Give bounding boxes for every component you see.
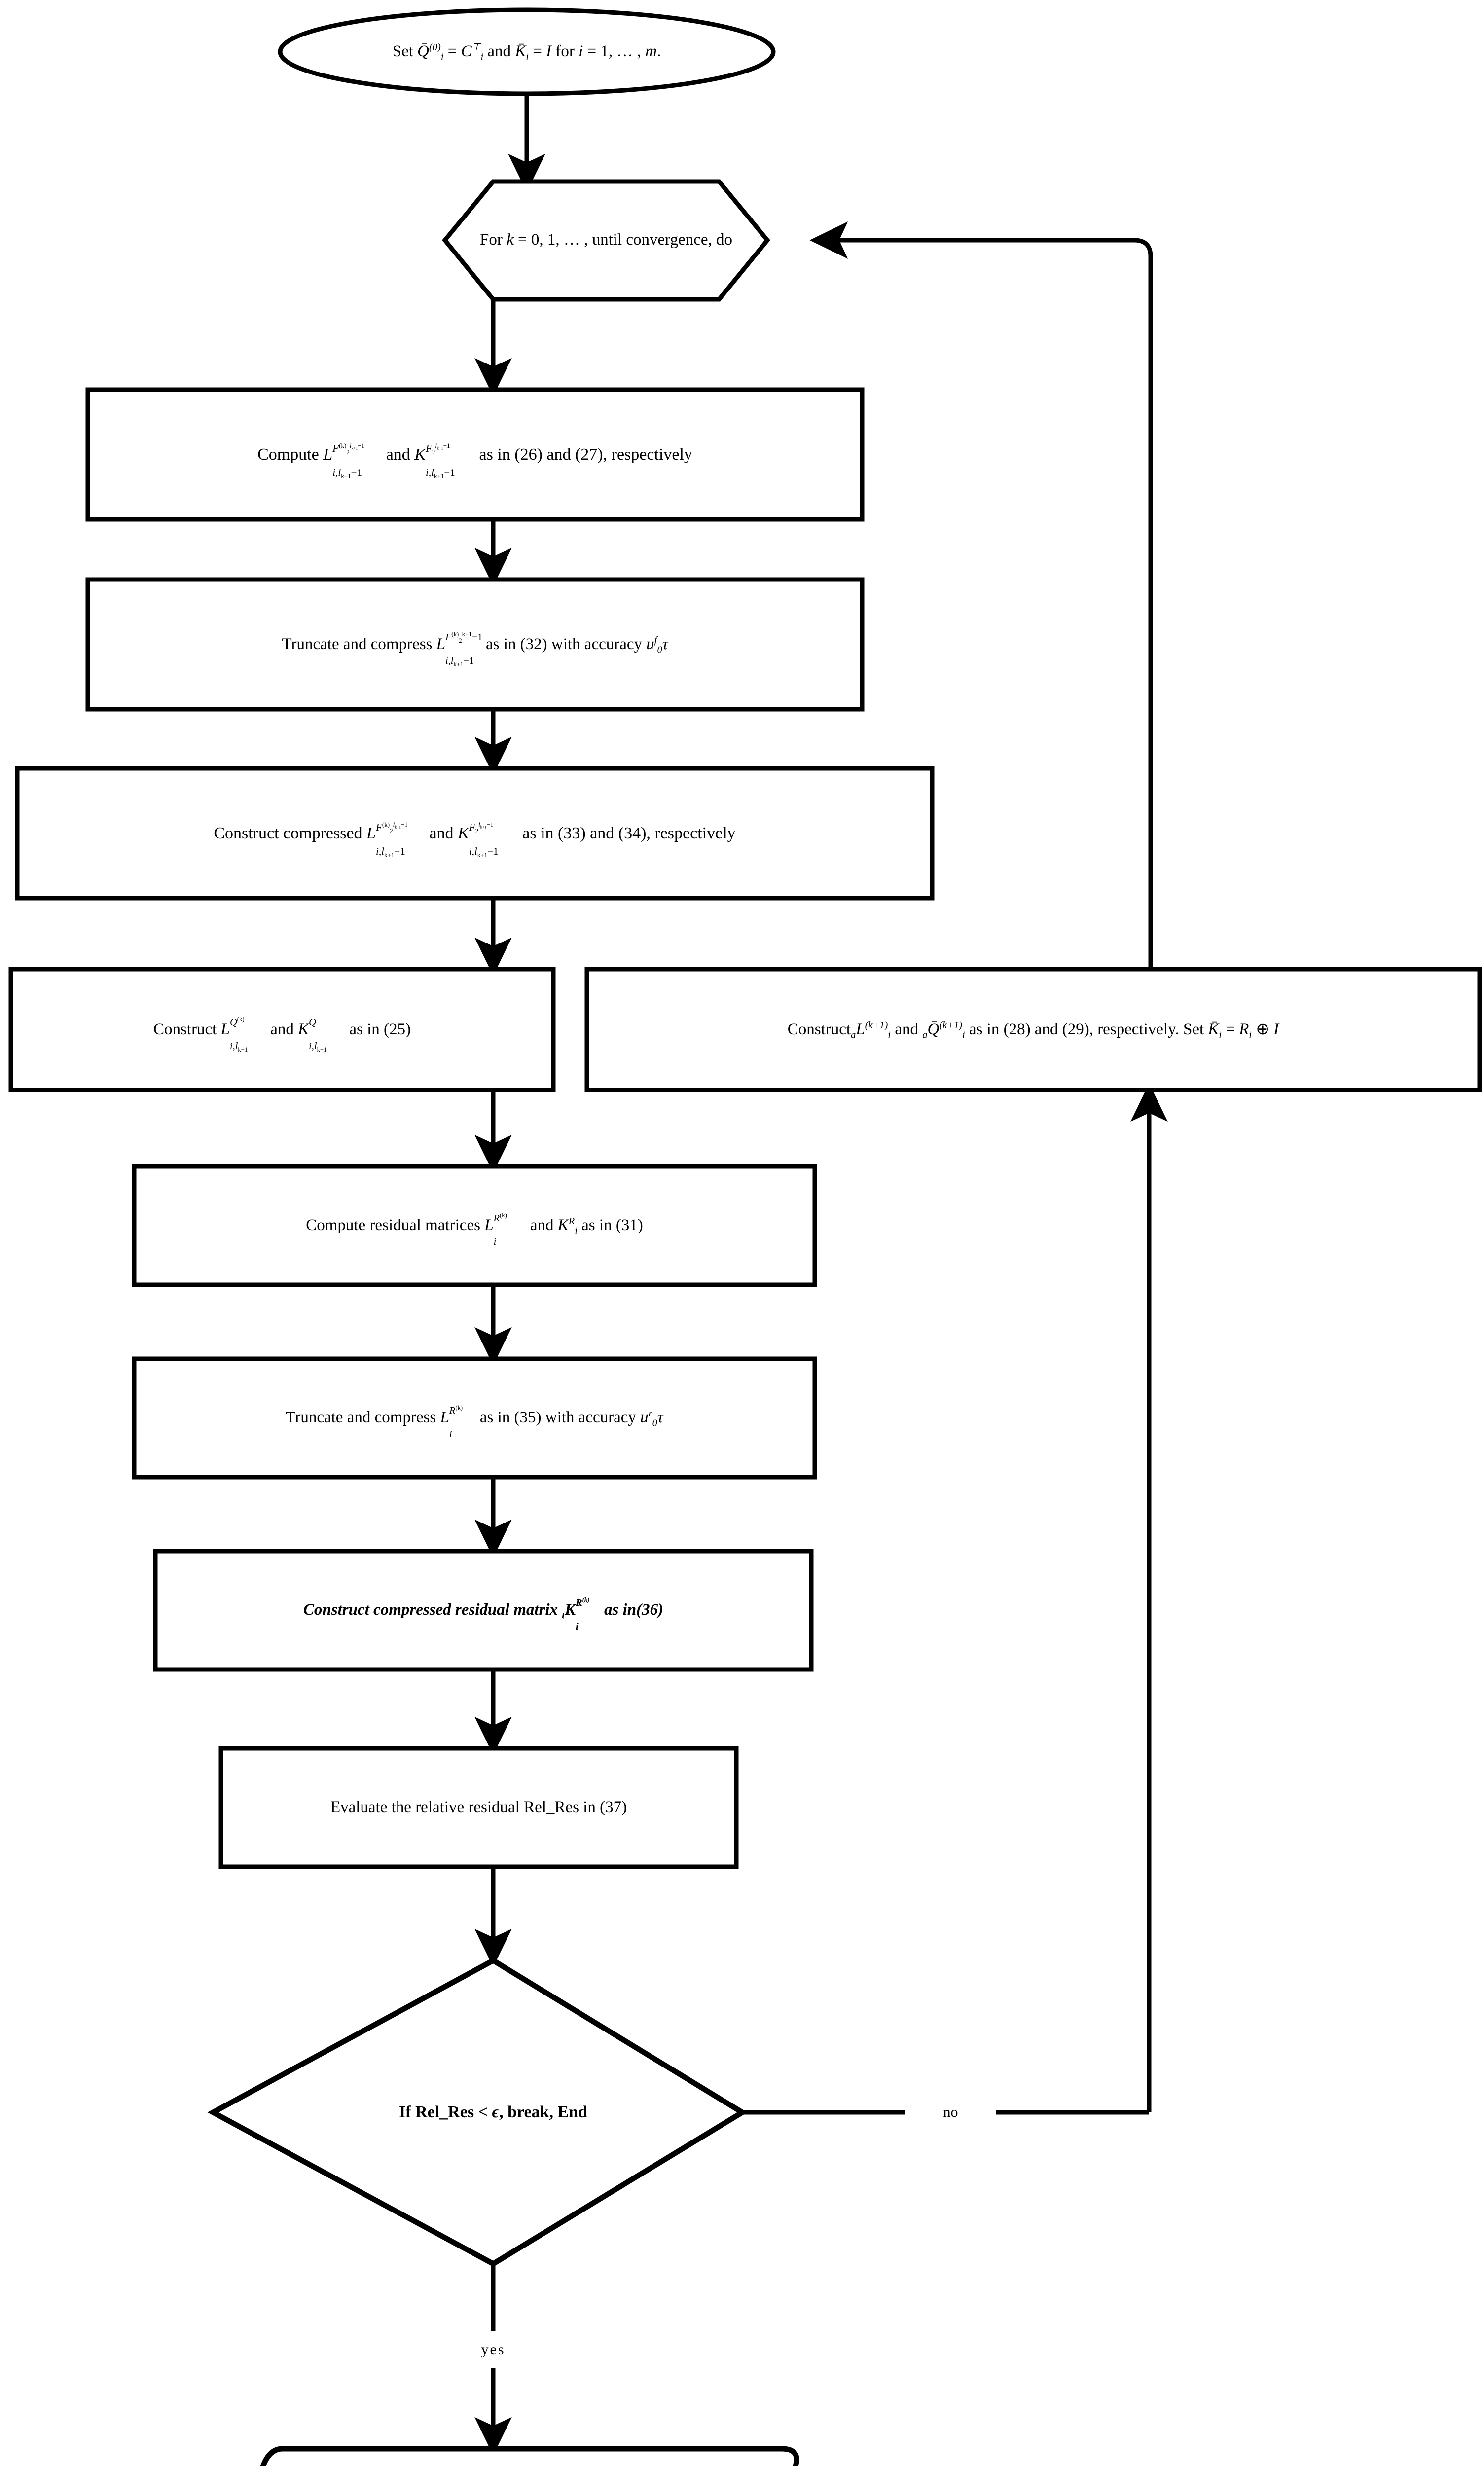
node-constructnext-shape — [584, 967, 1482, 1092]
edge-label-yes: yes — [459, 2331, 528, 2368]
edge-constructnext-to-loop — [809, 221, 1153, 969]
node-compressedresidual-shape — [153, 1549, 814, 1672]
edge-label-no: no — [905, 2097, 996, 2128]
node-decision-shape — [207, 1957, 748, 2267]
node-evaluate-shape — [218, 1746, 739, 1869]
node-truncatef-shape — [85, 577, 865, 712]
node-start-shape — [278, 7, 776, 96]
node-loop-shape — [442, 179, 770, 302]
node-truncater-shape — [132, 1356, 817, 1480]
node-output-shape — [260, 2446, 799, 2466]
node-constructcompressed-shape — [15, 766, 935, 901]
node-constructq-shape — [8, 967, 556, 1092]
node-compute-shape — [85, 387, 865, 522]
node-residual-shape — [132, 1164, 817, 1287]
